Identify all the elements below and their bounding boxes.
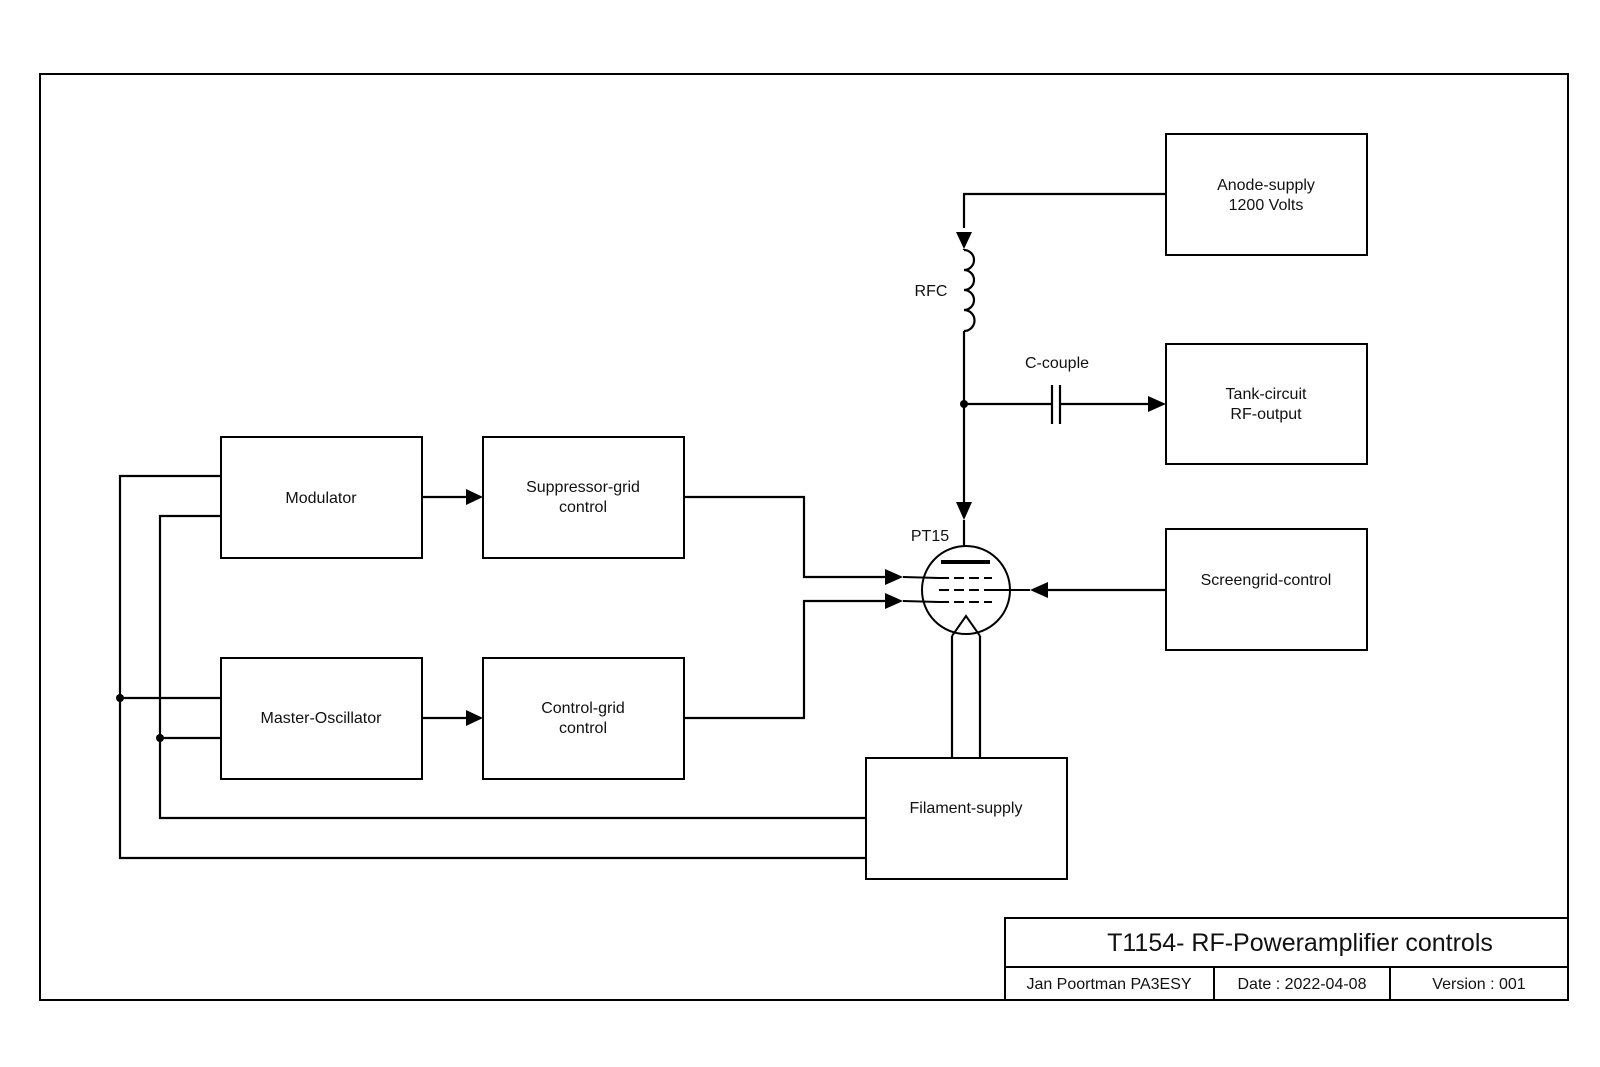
tube-label: PT15 <box>911 528 949 545</box>
mod-supp-arrow <box>466 489 483 505</box>
osc-cg-arrow <box>466 710 483 726</box>
anode-supply-block: Anode-supply 1200 Volts <box>1165 133 1368 256</box>
filament-supply-label: Filament-supply <box>910 800 1023 817</box>
drawing-frame <box>39 73 1569 1001</box>
anode-supply-wire <box>962 192 1166 228</box>
anode-arrow <box>956 232 972 249</box>
master-oscillator-block: Master-Oscillator <box>220 657 423 780</box>
control-grid-label: Control-grid <box>541 700 625 717</box>
c-couple-label: C-couple <box>1025 355 1089 372</box>
master-oscillator-label: Master-Oscillator <box>261 710 383 727</box>
screengrid-arrow <box>1030 582 1048 598</box>
drawing-version: Version : 001 <box>1432 976 1526 993</box>
junction-dot <box>116 694 124 702</box>
tank-circuit-block: Tank-circuit RF-output <box>1165 343 1368 465</box>
drawing-author: Jan Poortman PA3ESY <box>1026 976 1191 993</box>
tank-arrow <box>1148 396 1166 412</box>
anode-supply-label: Anode-supply <box>1217 177 1315 194</box>
modulator-label: Modulator <box>285 490 357 507</box>
control-grid-arrow <box>885 593 903 609</box>
filament-supply-block: Filament-supply <box>865 757 1068 880</box>
suppressor-grid-block: Suppressor-grid control <box>482 436 685 559</box>
suppressor-wire <box>684 495 885 579</box>
screengrid-control-block: Screengrid-control <box>1165 528 1368 651</box>
control-grid-wire <box>684 599 885 720</box>
modulator-block: Modulator <box>220 436 423 559</box>
pentode-tube <box>902 545 1030 637</box>
inner-supply-bus <box>158 514 866 820</box>
anode-supply-voltage: 1200 Volts <box>1229 197 1304 214</box>
title-block: T1154- RF-Poweramplifier controls Jan Po… <box>1004 917 1569 1001</box>
tank-circuit-label: Tank-circuit <box>1226 386 1307 403</box>
suppressor-grid-label: Suppressor-grid <box>526 479 640 496</box>
suppressor-grid-sublabel: control <box>559 499 607 516</box>
rfc-inductor <box>962 248 976 333</box>
control-grid-sublabel: control <box>559 720 607 737</box>
tube-anode-arrow <box>956 502 972 520</box>
junction-dot <box>156 734 164 742</box>
rfc-label: RFC <box>915 283 948 300</box>
tank-circuit-output: RF-output <box>1230 406 1302 423</box>
drawing-title: T1154- RF-Poweramplifier controls <box>1107 929 1493 957</box>
control-grid-block: Control-grid control <box>482 657 685 780</box>
c-couple-capacitor <box>1050 385 1062 424</box>
suppressor-arrow <box>885 569 903 585</box>
outer-supply-bus <box>118 474 866 860</box>
screengrid-control-label: Screengrid-control <box>1201 572 1332 589</box>
drawing-date: Date : 2022-04-08 <box>1238 976 1367 993</box>
